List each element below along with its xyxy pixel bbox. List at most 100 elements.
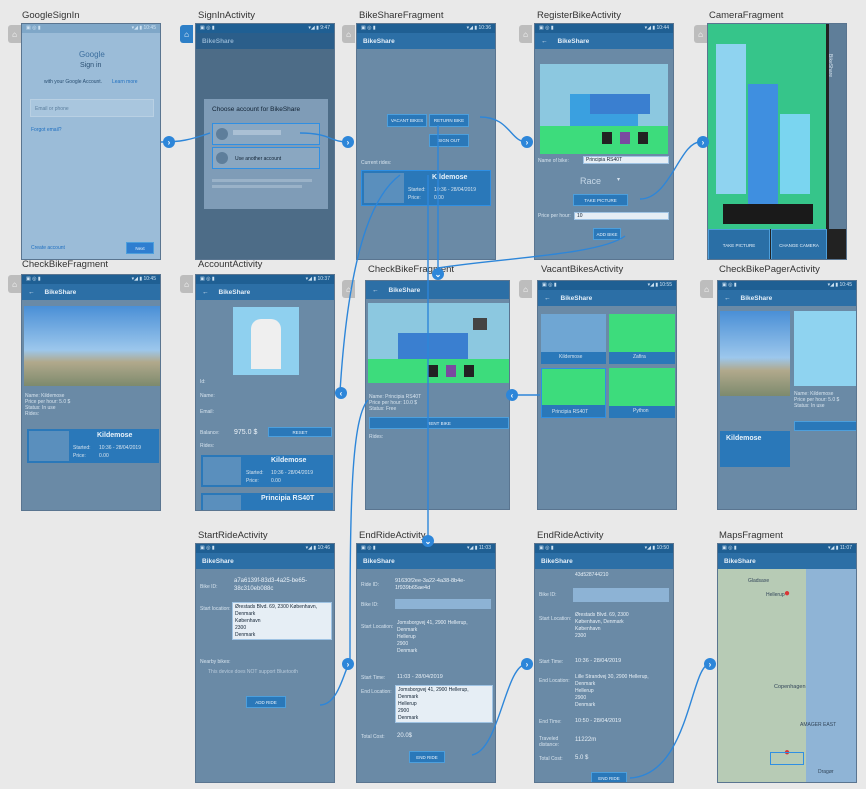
home-icon[interactable]: ⌂	[8, 275, 21, 293]
vacant-bike-tile[interactable]: Kildemose	[541, 314, 606, 364]
app-bar: BikeShare	[357, 553, 495, 569]
back-arrow-icon[interactable]: ←	[202, 288, 209, 296]
chevron-right-icon[interactable]: ›	[704, 658, 716, 670]
take-picture-button[interactable]: TAKE PICTURE	[708, 229, 770, 259]
app-bar: ←BikeShare	[366, 281, 509, 299]
ride-item[interactable]: Kildemose Started: 10:36 - 28/04/2019 Pr…	[201, 455, 333, 487]
home-icon[interactable]: ⌂	[8, 25, 21, 43]
screen-title: SignInActivity	[198, 10, 256, 21]
next-button[interactable]: Next	[126, 242, 154, 254]
chevron-right-icon[interactable]: ›	[342, 658, 354, 670]
home-icon[interactable]: ⌂	[342, 280, 355, 298]
reset-button[interactable]: RESET	[268, 427, 332, 437]
status-bar: ▣ ◎ ▮▾◢ ▮ 11:07	[718, 544, 856, 553]
email-field[interactable]: Email or phone	[30, 99, 154, 117]
dialog-footnote	[212, 179, 312, 182]
bike-name: Name: Kildemose	[25, 393, 65, 399]
back-arrow-icon[interactable]: ←	[372, 286, 379, 294]
home-icon[interactable]: ⌂	[694, 25, 707, 43]
take-picture-button[interactable]: TAKE PICTURE	[573, 194, 628, 206]
signin-subtitle: with your Google Account.	[44, 79, 103, 85]
forgot-email-link[interactable]: Forgot email?	[31, 127, 62, 133]
chevron-right-icon[interactable]: ›	[342, 136, 354, 148]
chevron-left-icon[interactable]: ‹	[506, 389, 518, 401]
screen-title: EndRideActivity	[359, 530, 426, 541]
app-title: BikeShare	[218, 288, 251, 296]
balance-value: 975.0 $	[234, 429, 258, 436]
add-bike-button[interactable]: ADD BIKE	[593, 228, 621, 240]
home-icon[interactable]: ⌂	[700, 280, 713, 298]
change-camera-button[interactable]: CHANGE CAMERA	[771, 229, 827, 259]
chevron-right-icon[interactable]: ›	[521, 136, 533, 148]
vacant-bike-tile[interactable]: Principia RS40T	[541, 368, 606, 418]
bike-id-link[interactable]	[395, 599, 491, 609]
app-bar: BikeShare	[357, 33, 495, 49]
back-arrow-icon[interactable]: ←	[724, 294, 731, 302]
screen-title: CheckBikeFragment	[22, 259, 109, 270]
ride-id-value: 91630f2ee-3a22-4a38-8b4e-1f939b65ae4d	[395, 578, 466, 591]
learn-more-link[interactable]: Learn more	[112, 79, 138, 85]
home-icon[interactable]: ⌂	[519, 25, 532, 43]
home-icon[interactable]: ⌂	[180, 275, 193, 293]
screen-check-bike-pager: ▣ ◎ ▮▾◢ ▮ 10:45 ←BikeShare Name: Kildemo…	[717, 280, 857, 510]
screen-account-activity: ▣ ◎ ▮▾◢ ▮ 10:37 ←BikeShare Id: Name: Ema…	[195, 274, 335, 511]
bike-id-link[interactable]	[573, 588, 669, 602]
app-bar: ← BikeShare	[196, 284, 334, 300]
ride-item[interactable]: Principia RS40T	[201, 493, 333, 510]
chevron-right-icon[interactable]: ›	[163, 136, 175, 148]
back-arrow-icon[interactable]: ←	[544, 294, 551, 302]
screen-google-signin: ▣ ◎ ▮▾◢ ▮ 10:45 Google Sign in with your…	[21, 23, 161, 260]
end-ride-button[interactable]: END RIDE	[409, 751, 445, 763]
pager-button[interactable]	[794, 421, 856, 431]
home-icon[interactable]: ⌂	[519, 280, 532, 298]
account-option[interactable]	[212, 123, 320, 145]
rent-bike-button[interactable]: RENT BIKE	[369, 417, 509, 429]
create-account-link[interactable]: Create account	[31, 245, 65, 251]
home-icon[interactable]: ⌂	[180, 25, 193, 43]
return-bike-button[interactable]: RETURN BIKE	[429, 114, 469, 127]
dialog-footnote	[212, 185, 302, 188]
use-another-account-option[interactable]: Use another account	[212, 147, 320, 169]
add-ride-button[interactable]: ADD RIDE	[246, 696, 286, 708]
screen-bikeshare-fragment: ▣ ◎ ▮▾◢ ▮ 10:36 BikeShare VACANT BIKES R…	[356, 23, 496, 260]
map-pin-icon[interactable]: ●	[784, 588, 791, 599]
status-bar: ▣ ◎ ▮▾◢ ▮ 10:45	[718, 281, 856, 290]
vacant-bike-tile[interactable]: Zafira	[609, 314, 675, 364]
end-ride-button[interactable]: END RIDE	[591, 772, 627, 782]
vacant-bike-tile[interactable]: Python	[609, 368, 675, 418]
sign-out-button[interactable]: SIGN OUT	[429, 134, 469, 147]
screen-title: CameraFragment	[709, 10, 784, 21]
price-input[interactable]: 10	[574, 212, 669, 220]
person-icon	[216, 152, 228, 164]
screen-title: EndRideActivity	[537, 530, 604, 541]
current-ride-item[interactable]: Kildemose Started: 10:36 - 28/04/2019 Pr…	[361, 170, 491, 206]
status-bar: ▣ ◎ ▮▾◢ ▮ 9:47	[196, 24, 334, 33]
chevron-right-icon[interactable]: ›	[521, 658, 533, 670]
google-logo: Google	[79, 50, 105, 59]
screen-maps-fragment: ▣ ◎ ▮▾◢ ▮ 11:07 BikeShare Gladsaxe Helle…	[717, 543, 857, 783]
chevron-down-icon[interactable]: ⌄	[432, 268, 444, 280]
screen-camera-fragment: BikeShare TAKE PICTURE CHANGE CAMERA	[707, 23, 847, 260]
chevron-down-icon[interactable]: ⌄	[422, 535, 434, 547]
bike-name-input[interactable]: Principia RS40T	[583, 156, 669, 164]
home-icon[interactable]: ⌂	[342, 25, 355, 43]
bike-price: Price per hour: 5.0 $	[25, 399, 71, 405]
status-bar: ▣ ◎ ▮▾◢ ▮ 10:45	[22, 24, 160, 33]
start-location-field[interactable]: Ørestads Blvd. 69, 2300 København, Denma…	[232, 602, 332, 640]
status-bar: ▣ ◎ ▮▾◢ ▮ 10:50	[535, 544, 673, 553]
screen-register-bike: ▣ ◎ ▮▾◢ ▮ 10:44 ←BikeShare Name of bike:…	[534, 23, 674, 260]
ride-item[interactable]: Kildemose Started: 10:36 - 28/04/2019 Pr…	[27, 429, 159, 463]
app-title: BikeShare	[44, 288, 77, 296]
vacant-bikes-button[interactable]: VACANT BIKES	[387, 114, 427, 127]
bike-type-select[interactable]: Race	[580, 176, 602, 186]
back-arrow-icon[interactable]: ←	[541, 37, 548, 45]
ride-item[interactable]: Kildemose	[720, 431, 790, 467]
end-location-field[interactable]: Jomsborgvej 41, 2900 Hellerup, Denmark H…	[395, 685, 493, 723]
app-title: BikeShare	[740, 294, 773, 302]
app-bar: BikeShare	[196, 33, 334, 49]
chevron-left-icon[interactable]: ‹	[335, 387, 347, 399]
chevron-right-icon[interactable]: ›	[697, 136, 709, 148]
app-title: BikeShare	[363, 557, 395, 565]
back-arrow-icon[interactable]: ←	[28, 288, 35, 296]
bike-thumbnail	[203, 495, 241, 510]
